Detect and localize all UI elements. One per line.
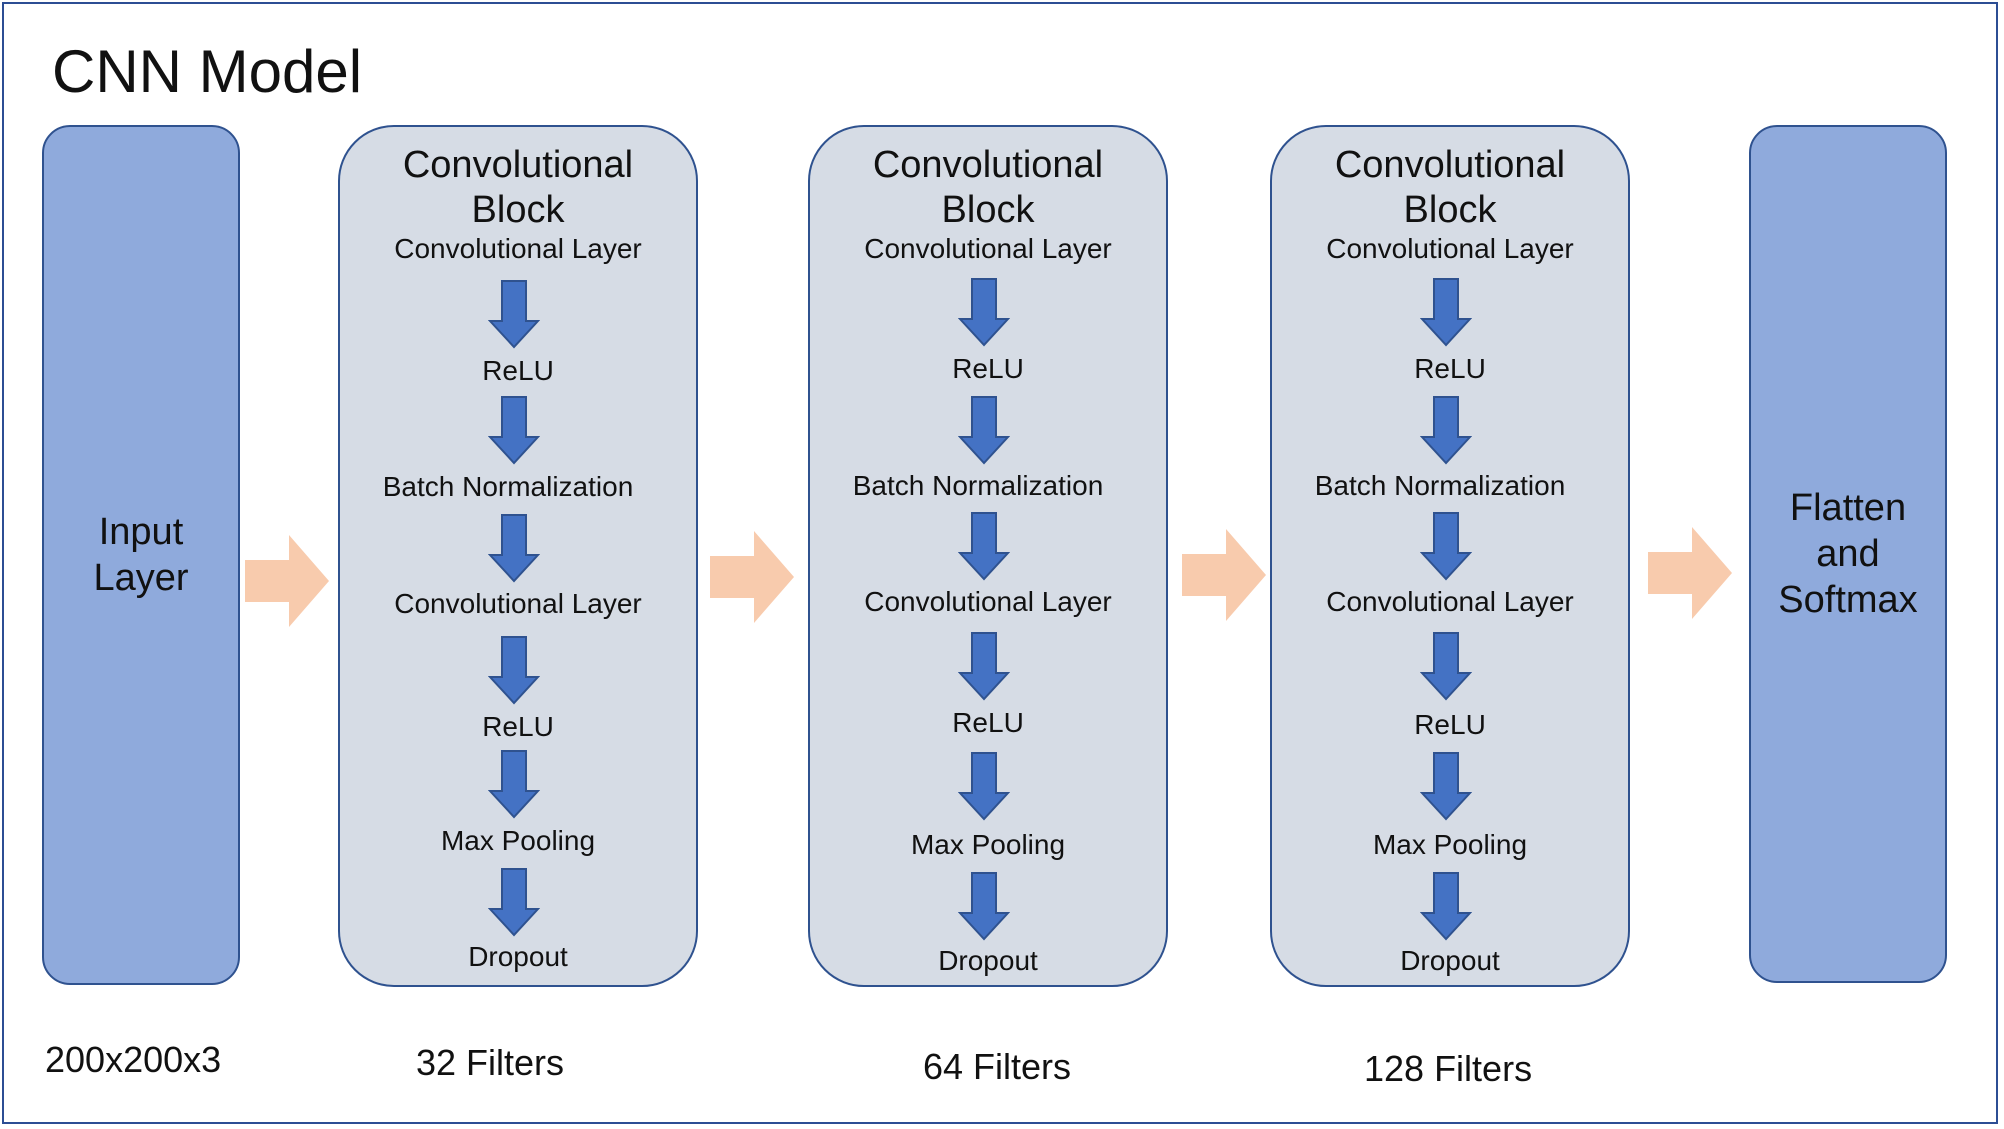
block-title: Convolutional Block bbox=[1334, 144, 1566, 231]
step-relu: ReLU bbox=[952, 707, 1024, 738]
down-arrow-icon bbox=[488, 280, 540, 349]
down-arrow-icon bbox=[958, 872, 1010, 941]
filters-caption-block-1: 32 Filters bbox=[416, 1042, 565, 1083]
step-batch-norm: Batch Normalization bbox=[852, 470, 1104, 501]
down-arrow-icon bbox=[1420, 872, 1472, 941]
step-max-pooling: Max Pooling bbox=[910, 829, 1066, 860]
flow-arrow-icon bbox=[1182, 529, 1266, 621]
step-relu: ReLU bbox=[1414, 353, 1486, 384]
down-arrow-icon bbox=[1420, 278, 1472, 347]
input-layer-box: Input Layer bbox=[42, 125, 240, 985]
block-title: Convolutional Block bbox=[402, 144, 634, 231]
conv-block-2: Convolutional Block Convolutional Layer … bbox=[808, 125, 1168, 987]
step-relu: ReLU bbox=[1414, 709, 1486, 740]
flow-arrow-icon bbox=[245, 535, 329, 627]
down-arrow-icon bbox=[958, 512, 1010, 581]
step-conv-layer: Convolutional Layer bbox=[864, 233, 1112, 264]
flow-arrow-icon bbox=[710, 531, 794, 623]
down-arrow-icon bbox=[488, 868, 540, 937]
down-arrow-icon bbox=[958, 632, 1010, 701]
step-conv-layer: Convolutional Layer bbox=[864, 586, 1112, 617]
conv-block-3: Convolutional Block Convolutional Layer … bbox=[1270, 125, 1630, 987]
down-arrow-icon bbox=[1420, 632, 1472, 701]
down-arrow-icon bbox=[958, 396, 1010, 465]
page-title: CNN Model bbox=[52, 38, 363, 105]
down-arrow-icon bbox=[488, 636, 540, 705]
input-shape-caption: 200x200x3 bbox=[45, 1039, 222, 1080]
step-dropout: Dropout bbox=[1400, 945, 1500, 976]
step-conv-layer: Convolutional Layer bbox=[1326, 233, 1574, 264]
down-arrow-icon bbox=[1420, 512, 1472, 581]
down-arrow-icon bbox=[488, 514, 540, 583]
step-relu: ReLU bbox=[482, 355, 554, 386]
flatten-softmax-box: Flatten and Softmax bbox=[1749, 125, 1947, 983]
step-conv-layer: Convolutional Layer bbox=[1326, 586, 1574, 617]
down-arrow-icon bbox=[958, 752, 1010, 821]
down-arrow-icon bbox=[488, 396, 540, 465]
step-conv-layer: Convolutional Layer bbox=[394, 233, 642, 264]
step-dropout: Dropout bbox=[468, 941, 568, 972]
step-conv-layer: Convolutional Layer bbox=[394, 588, 642, 619]
down-arrow-icon bbox=[958, 278, 1010, 347]
down-arrow-icon bbox=[1420, 396, 1472, 465]
step-max-pooling: Max Pooling bbox=[440, 825, 596, 856]
step-max-pooling: Max Pooling bbox=[1372, 829, 1528, 860]
block-title: Convolutional Block bbox=[872, 144, 1104, 231]
filters-caption-block-3: 128 Filters bbox=[1364, 1048, 1533, 1089]
flow-arrow-icon bbox=[1648, 527, 1732, 619]
step-batch-norm: Batch Normalization bbox=[382, 471, 634, 502]
filters-caption-block-2: 64 Filters bbox=[923, 1046, 1072, 1087]
down-arrow-icon bbox=[1420, 752, 1472, 821]
step-dropout: Dropout bbox=[938, 945, 1038, 976]
step-relu: ReLU bbox=[482, 711, 554, 742]
step-relu: ReLU bbox=[952, 353, 1024, 384]
conv-block-1: Convolutional Block Convolutional Layer … bbox=[338, 125, 698, 987]
down-arrow-icon bbox=[488, 750, 540, 819]
step-batch-norm: Batch Normalization bbox=[1314, 470, 1566, 501]
